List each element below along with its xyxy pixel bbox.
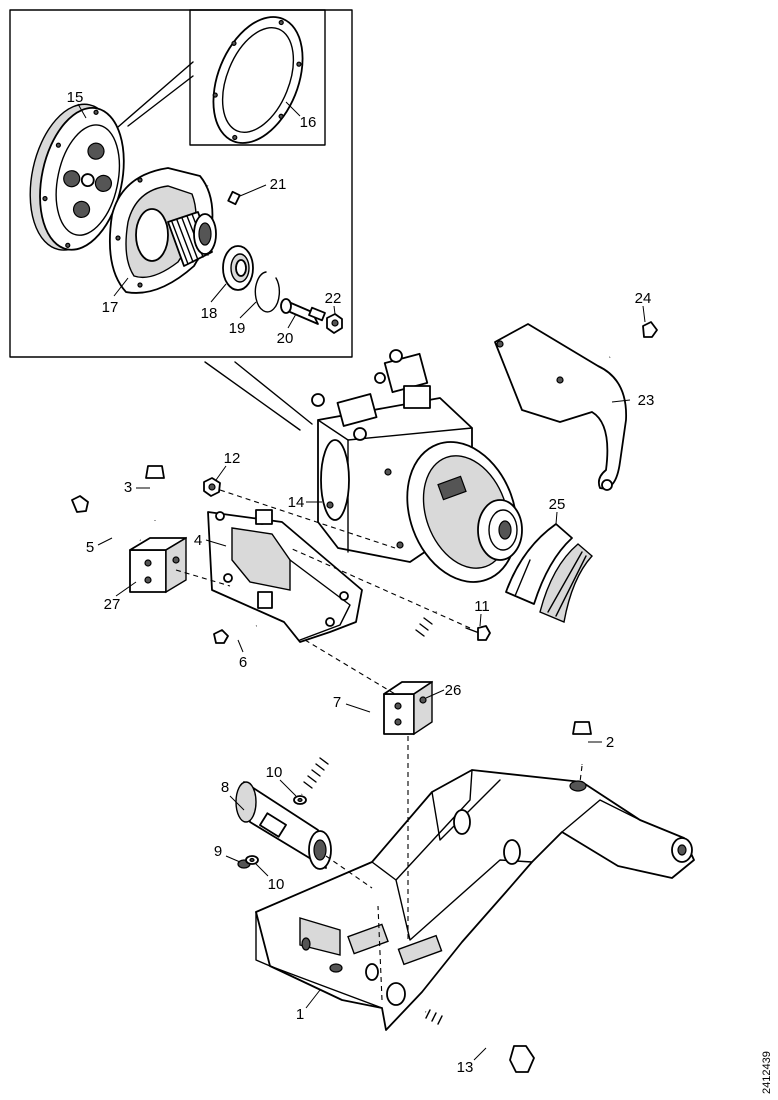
callout-8: 8 — [221, 779, 229, 796]
callout-10-upper: 10 — [266, 764, 283, 781]
bolt-part-6 — [213, 624, 257, 644]
shaft-part-20 — [280, 298, 326, 325]
flange-part-15 — [29, 103, 125, 251]
callout-21: 21 — [270, 176, 287, 193]
callout-19: 19 — [229, 320, 246, 337]
washer-part-10-lower — [245, 855, 259, 865]
callout-7: 7 — [333, 694, 341, 711]
rod-part-7 — [300, 611, 438, 795]
callout-3: 3 — [124, 479, 132, 496]
leader-lines — [77, 101, 646, 1061]
callout-6: 6 — [239, 654, 247, 671]
nut-part-12 — [203, 477, 221, 497]
callout-11: 11 — [474, 598, 490, 615]
bolt-part-13 — [424, 1009, 535, 1073]
bolt-part-11 — [465, 625, 491, 641]
callout-13: 13 — [457, 1059, 474, 1076]
nut-part-22 — [326, 313, 343, 334]
mounting-bracket-part-4 — [207, 509, 363, 643]
bolt-part-3 — [145, 465, 165, 521]
assembly-lines — [175, 489, 583, 1001]
gasket-part-16 — [212, 16, 304, 144]
block-part-26 — [383, 680, 433, 736]
callout-14: 14 — [288, 494, 305, 511]
cylinder-part-8 — [235, 781, 332, 870]
callout-16: 16 — [300, 114, 317, 131]
callout-24: 24 — [635, 290, 652, 307]
callout-23: 23 — [638, 392, 655, 409]
circlip-part-19 — [254, 271, 281, 313]
callout-12: 12 — [224, 450, 241, 467]
bolt-part-5 — [71, 495, 141, 542]
callout-17: 17 — [102, 299, 119, 316]
housing-part-17 — [109, 167, 217, 294]
callout-labels: 15 16 21 17 18 19 20 22 24 23 12 3 14 25… — [67, 89, 655, 1076]
callout-26: 26 — [445, 682, 462, 699]
compressor-part-14 — [311, 349, 523, 583]
callout-4: 4 — [194, 532, 202, 549]
callout-20: 20 — [277, 330, 294, 347]
compressor-valve-block — [311, 349, 431, 441]
belt-part-25 — [505, 523, 594, 623]
callout-1: 1 — [296, 1006, 304, 1023]
bolt-part-21 — [207, 184, 241, 206]
block-part-27 — [129, 536, 187, 594]
bracket-part-23 — [494, 323, 627, 491]
bolt-part-2 — [572, 721, 592, 765]
callout-15: 15 — [67, 89, 84, 106]
washer-part-10-upper — [293, 795, 307, 805]
figure-code: 2412439 — [761, 1051, 773, 1094]
callout-22: 22 — [325, 290, 342, 307]
callout-9: 9 — [214, 843, 222, 860]
detail-inset-frame — [9, 9, 353, 358]
bolt-part-24 — [608, 321, 658, 359]
callout-25: 25 — [549, 496, 566, 513]
callout-2: 2 — [606, 734, 614, 751]
callout-27: 27 — [104, 596, 121, 613]
callout-10-lower: 10 — [268, 876, 285, 893]
frame-part-1 — [255, 769, 695, 1031]
callout-18: 18 — [201, 305, 218, 322]
callout-5: 5 — [86, 539, 94, 556]
inset-pointer-lines — [117, 61, 313, 431]
bearing-part-18 — [222, 245, 254, 291]
